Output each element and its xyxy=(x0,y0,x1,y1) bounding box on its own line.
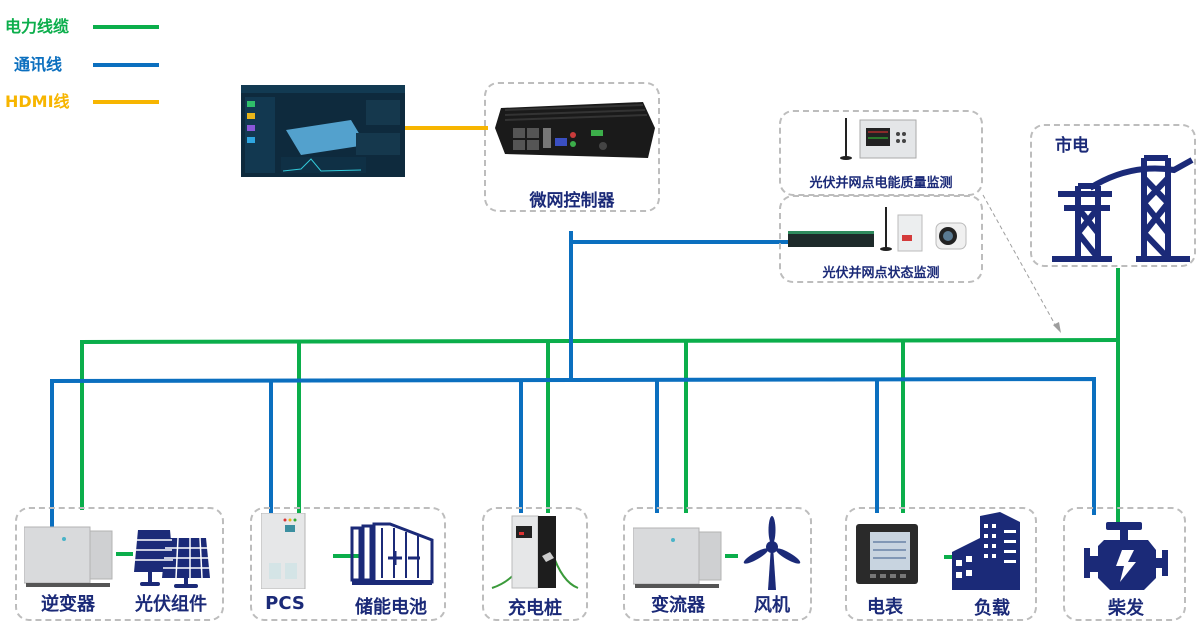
legend-line-hdmi xyxy=(93,100,159,104)
dashboard-screen-icon xyxy=(241,85,405,177)
diesel-generator-label: 柴发 xyxy=(1108,598,1144,619)
status-monitor-group xyxy=(779,195,983,283)
comm-wires xyxy=(50,231,1096,527)
status-monitor-label: 光伏并网点状态监测 xyxy=(822,266,940,281)
converter-icon xyxy=(632,526,725,590)
battery-storage-icon xyxy=(350,522,434,586)
wind-turbine-label: 风机 xyxy=(754,595,790,616)
controller-group xyxy=(484,82,660,212)
pcs-label: PCS xyxy=(265,593,305,614)
industrial-pc-icon xyxy=(493,88,658,163)
building-load-icon xyxy=(952,512,1022,590)
battery-storage-label: 储能电池 xyxy=(355,597,427,618)
monitoring-devices-icon xyxy=(788,203,978,255)
solar-panel-label: 光伏组件 xyxy=(135,594,207,615)
diesel-generator-icon xyxy=(1082,520,1168,590)
power-meter-label: 电表 xyxy=(867,597,903,618)
inverter-label: 逆变器 xyxy=(41,594,95,615)
inverter-icon xyxy=(23,525,114,589)
legend-label-hdmi: HDMI线 xyxy=(5,92,70,111)
building-load-label: 负载 xyxy=(974,598,1010,619)
solar-panel-icon xyxy=(132,528,212,590)
legend-line-comm xyxy=(93,63,159,67)
power-quality-label: 光伏并网点电能质量监测 xyxy=(809,176,953,191)
legend-label-power: 电力线缆 xyxy=(5,17,70,36)
power-meter-icon xyxy=(856,524,922,590)
comm-bus xyxy=(50,376,1096,527)
converter-label: 变流器 xyxy=(651,595,705,616)
transmission-tower-icon xyxy=(1050,138,1199,262)
grid-group xyxy=(1030,124,1196,267)
device-group-pv xyxy=(15,507,224,621)
arrow-head-icon xyxy=(1053,322,1061,333)
legend-line-power xyxy=(93,25,159,29)
ev-charger-icon xyxy=(490,512,582,590)
device-group-wind xyxy=(623,507,812,621)
ev-charger-label: 充电桩 xyxy=(508,598,562,619)
controller-label: 微网控制器 xyxy=(529,191,615,211)
legend-label-comm: 通讯线 xyxy=(14,55,63,74)
device-group-storage xyxy=(250,507,446,621)
power-wires xyxy=(80,268,1120,559)
pcs-cabinet-icon xyxy=(260,512,307,590)
device-group-charger xyxy=(482,507,588,621)
device-group-diesel xyxy=(1063,507,1186,621)
power-quality-analyzer-icon xyxy=(838,114,928,162)
grid-label: 市电 xyxy=(1055,136,1089,156)
dashed-arrow xyxy=(982,194,1058,329)
wind-turbine-icon xyxy=(740,516,804,590)
power-bus xyxy=(80,338,1119,510)
device-group-load xyxy=(845,507,1037,621)
